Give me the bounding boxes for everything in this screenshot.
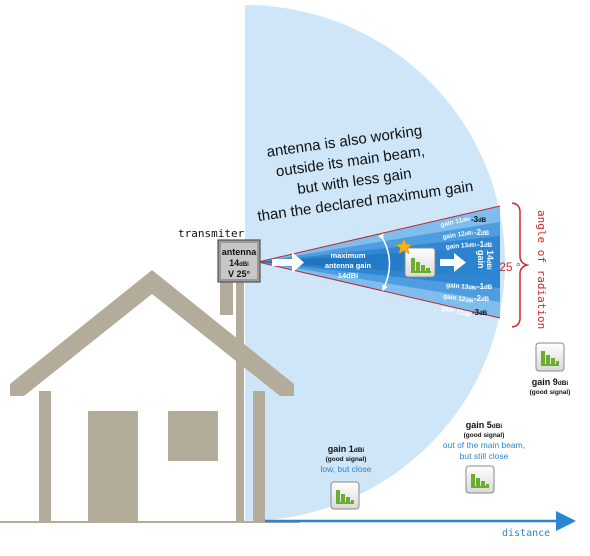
- beam-arrows: [272, 252, 466, 273]
- max-gain-line2: antenna gain: [325, 261, 372, 270]
- lower-gain-1: gain 13dBi: [446, 282, 478, 292]
- angle-value: 25 °: [499, 260, 521, 274]
- angle-bracket: [511, 202, 530, 328]
- upper-gain-labels: gain 11dBi -3dB gain 12dBi -2dB gain 13d…: [440, 215, 493, 251]
- upper-delta-1: -3dB: [471, 215, 487, 224]
- gain-vertical-word: gain: [476, 250, 486, 269]
- lower-gain-labels: gain 13dBi -1dB gain 12dBi -2dB gain 11d…: [441, 282, 493, 319]
- lower-delta-1: -1dB: [477, 282, 493, 291]
- receiver-gain-5-note2: but still close: [460, 451, 509, 461]
- receiver-gain-1: gain 1dBi (good signal) low, but close: [320, 444, 372, 510]
- house-roof: [10, 270, 294, 396]
- receiver-gain-1-quality: (good signal): [326, 456, 367, 463]
- house-right-wall: [253, 391, 265, 521]
- antenna-polarization: V 25°: [228, 269, 251, 279]
- receiver-gain-9: gain 9dBi (good signal): [530, 342, 571, 396]
- house-door: [88, 411, 138, 521]
- signal-bars-icon: [336, 490, 354, 504]
- beam-receiver: [395, 238, 436, 278]
- star-icon: [395, 238, 413, 255]
- antenna-label: antenna: [222, 247, 258, 257]
- receiver-gain-5-quality: (good signal): [464, 432, 505, 439]
- house: [10, 240, 294, 522]
- lower-gain-2: gain 12dBi: [443, 293, 475, 305]
- receiver-gain-9-quality: (good signal): [530, 389, 571, 396]
- signal-bars-icon: [541, 351, 559, 366]
- receiver-gain-5: gain 5dBi (good signal) out of the main …: [443, 420, 525, 494]
- upper-gain-3: gain 13dBi: [446, 241, 478, 251]
- antenna-mast: [236, 240, 244, 522]
- receiver-gain-5-note1: out of the main beam,: [443, 440, 525, 450]
- lower-delta-3: -3dB: [472, 308, 488, 317]
- receiver-gain-1-note1: low, but close: [320, 464, 371, 474]
- gain-vertical-value: 14dBi: [485, 250, 495, 270]
- lower-gain-3: gain 11dBi: [441, 305, 472, 319]
- gain-vertical: gain 14dBi: [476, 250, 495, 270]
- antenna-gain: 14dBi: [229, 258, 249, 268]
- upper-gain-1: gain 11dBi: [440, 215, 471, 229]
- signal-bars-icon: [411, 258, 431, 273]
- max-gain-line1: maximum: [330, 251, 365, 260]
- distance-label: distance: [502, 528, 550, 539]
- signal-bars-icon: [471, 474, 489, 488]
- angle-label: angle of radiation: [535, 210, 548, 329]
- receiver-gain-5-gain: gain 5dBi: [466, 420, 503, 430]
- max-gain-caption: maximum antenna gain 14dBi: [325, 251, 372, 280]
- transmitter-label: transmiter: [178, 227, 245, 240]
- receiver-gain-9-gain: gain 9dBi: [532, 377, 569, 387]
- max-gain-line3: 14dBi: [338, 271, 358, 280]
- house-window: [168, 411, 218, 461]
- angle-curved-arrow: [378, 233, 391, 292]
- antenna-box: antenna 14dBi V 25°: [217, 239, 261, 283]
- receiver-gain-1-gain: gain 1dBi: [328, 444, 365, 454]
- upper-delta-2: -2dB: [474, 228, 490, 237]
- upper-gain-2: gain 12dBi: [442, 229, 474, 241]
- lower-delta-2: -2dB: [474, 294, 490, 303]
- house-chimney: [220, 275, 233, 315]
- upper-delta-3: -1dB: [477, 240, 493, 249]
- house-left-wall: [39, 391, 51, 521]
